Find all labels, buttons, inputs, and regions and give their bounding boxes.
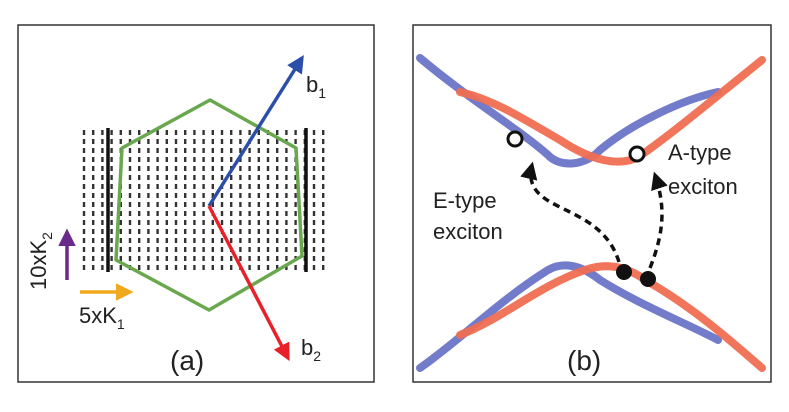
brillouin-zone-hexagon bbox=[114, 98, 304, 312]
electron-dot-left bbox=[616, 264, 632, 280]
panel-a-frame bbox=[17, 24, 375, 383]
b1-label: b1 bbox=[306, 72, 326, 101]
k1-scale-label: 5xK1 bbox=[79, 303, 125, 332]
e-type-transition-arrow bbox=[520, 161, 621, 263]
panel-a: b1 b2 5xK1 10xK2 (a) bbox=[17, 24, 375, 383]
electron-dot-right bbox=[640, 271, 656, 287]
panel-b: E-type exciton A-type exciton (b) bbox=[412, 24, 772, 383]
b2-vector-arrow bbox=[207, 205, 290, 362]
a-type-hole-marker bbox=[628, 145, 646, 163]
a-type-label-line1: A-type bbox=[668, 140, 732, 165]
b2-label: b2 bbox=[301, 335, 321, 364]
panel-b-frame bbox=[412, 24, 772, 383]
blue-band-upper bbox=[416, 54, 722, 168]
panel-a-caption: (a) bbox=[170, 345, 204, 376]
red-band-lower bbox=[456, 262, 766, 372]
e-type-hole-marker bbox=[506, 130, 524, 148]
e-type-label-line2: exciton bbox=[433, 219, 503, 244]
k2-scale-label: 10xK2 bbox=[26, 232, 55, 290]
red-band-upper bbox=[456, 56, 766, 166]
b1-vector-arrow bbox=[207, 55, 304, 207]
e-type-label-line1: E-type bbox=[433, 188, 497, 213]
a-type-label-line2: exciton bbox=[668, 174, 738, 199]
a-type-transition-arrow bbox=[648, 171, 668, 269]
panel-b-caption: (b) bbox=[567, 345, 601, 376]
